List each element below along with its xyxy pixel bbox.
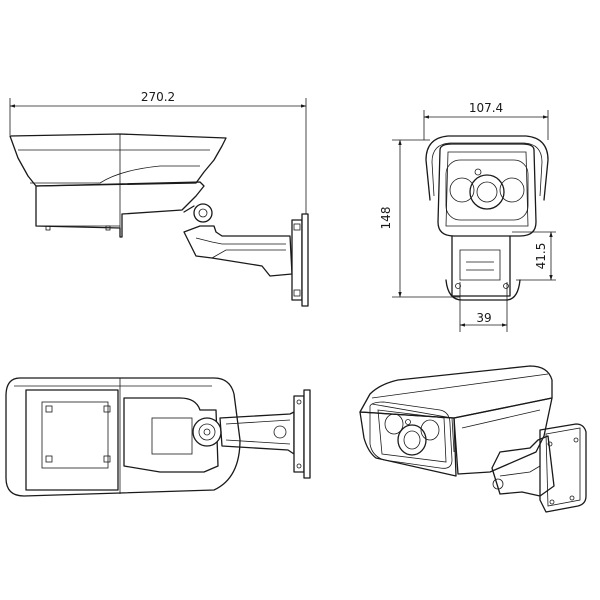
dimension-bracket-width: 39 [459, 282, 508, 332]
bracket-width-label: 39 [476, 311, 491, 325]
front-view: 107.4 148 41.5 39 [379, 101, 556, 332]
bracket-height-label: 41.5 [534, 243, 548, 270]
front-width-label: 107.4 [469, 101, 503, 115]
dimension-front-height: 148 [379, 139, 460, 298]
dimension-length: 270.2 [9, 90, 307, 215]
dimension-front-width: 107.4 [423, 101, 549, 140]
bottom-view [5, 377, 311, 497]
front-height-label: 148 [379, 207, 393, 230]
side-view: 270.2 [9, 90, 309, 307]
perspective-view [359, 365, 587, 513]
length-label: 270.2 [141, 90, 175, 104]
dimension-bracket-height: 41.5 [512, 231, 556, 281]
